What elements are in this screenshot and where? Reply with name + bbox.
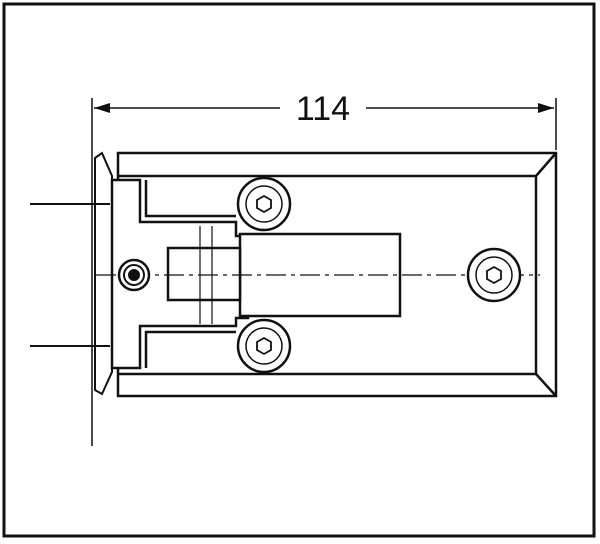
width-dimension (91, 98, 557, 446)
hinge-body (116, 151, 558, 398)
wall-plate (30, 151, 113, 396)
width-dimension-label: 114 (296, 90, 350, 128)
hex-socket-screw-icon (466, 247, 522, 303)
hex-socket-screw-icon (236, 318, 292, 374)
drawing-frame (2, 2, 596, 538)
adjustment-screw-icon (117, 258, 151, 292)
hex-socket-screw-icon (236, 176, 292, 232)
